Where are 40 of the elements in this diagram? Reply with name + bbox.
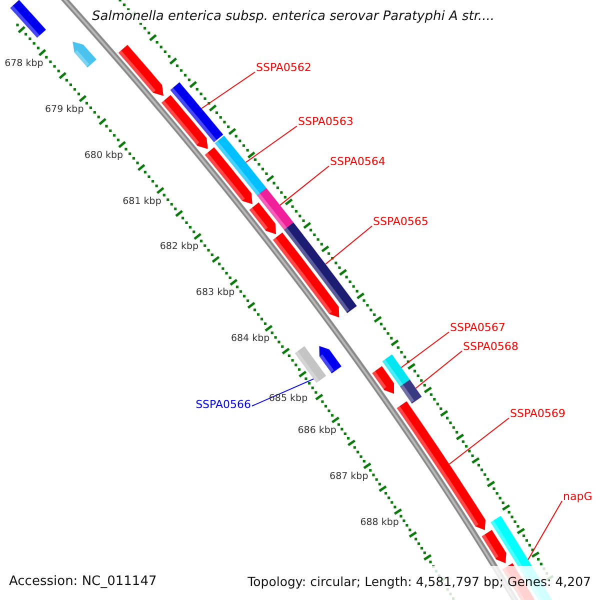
gene-label: SSPA0567 <box>450 321 506 334</box>
scale-label: 682 kbp <box>160 240 199 254</box>
accession-text: Accession: NC_011147 <box>9 575 157 588</box>
gene-feature <box>170 82 224 142</box>
gene-label: SSPA0568 <box>463 340 518 353</box>
leader-line <box>448 418 510 465</box>
leader-line <box>279 166 330 206</box>
gene-feature <box>214 136 268 197</box>
leader-line <box>325 226 372 265</box>
gene-label: SSPA0563 <box>298 115 354 128</box>
scale-label: 687 kbp <box>330 470 368 483</box>
scale-label: 686 kbp <box>298 424 336 437</box>
scale-label: 684 kbp <box>230 332 270 346</box>
scale-label: 688 kbp <box>360 516 399 529</box>
leader-line <box>528 500 562 560</box>
gene-label: SSPA0564 <box>330 155 386 168</box>
title: Salmonella enterica subsp. enterica serovar Paratyphi A str.... <box>92 10 495 23</box>
scale-label: 685 kbp <box>268 392 308 406</box>
leader-line <box>400 332 450 368</box>
leader-line <box>201 72 256 109</box>
gene-label: SSPA0569 <box>510 407 566 420</box>
gene-label: SSPA0562 <box>256 61 312 74</box>
scale-label: 679 kbp <box>45 102 84 116</box>
gene-label: SSPA0565 <box>373 215 428 228</box>
gene-feature <box>294 346 326 383</box>
gene-feature <box>284 222 357 314</box>
leader-line <box>415 350 462 389</box>
scale-label: 678 kbp <box>4 56 44 70</box>
gene-feature <box>382 354 410 388</box>
scale-label: 680 kbp <box>84 148 124 162</box>
scale-label: 683 kbp <box>196 286 235 300</box>
gene-feature <box>257 188 294 230</box>
leader-line <box>252 378 314 406</box>
gene-label: SSPA0566 <box>196 398 251 411</box>
gene-label: napG <box>563 490 592 503</box>
gene-feature <box>396 401 486 530</box>
map-info-text: Topology: circular; Length: 4,581,797 bp; Genes: 4,207 <box>248 575 591 588</box>
leader-line <box>245 126 298 163</box>
scale-label: 681 kbp <box>122 194 162 208</box>
gene-feature <box>400 380 422 404</box>
